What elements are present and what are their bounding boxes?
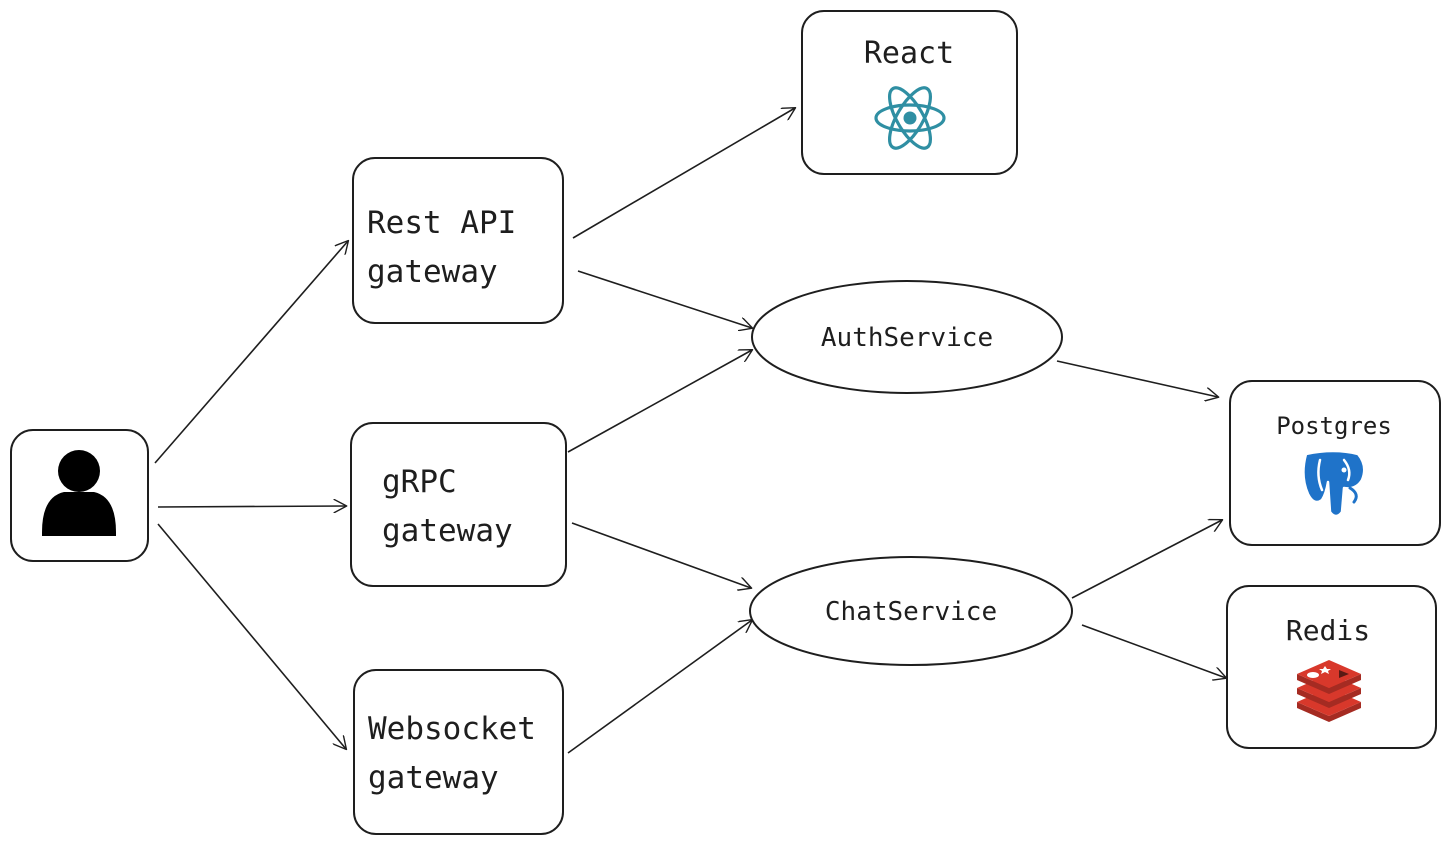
chat-service-label: ChatService (825, 597, 997, 627)
edge-grpc-to-auth (567, 350, 752, 453)
chat-service-node: ChatService (749, 556, 1073, 666)
postgres-node: Postgres (1229, 380, 1441, 546)
edge-grpc-to-chat (571, 522, 751, 588)
edge-auth-to-postgres (1056, 360, 1218, 397)
edges (154, 108, 1226, 754)
react-node: React (801, 10, 1018, 175)
auth-service-label: AuthService (821, 323, 993, 353)
edge-rest-to-auth (577, 270, 752, 328)
redis-stack-icon (1297, 660, 1361, 722)
postgres-label: Postgres (1276, 412, 1392, 440)
edge-chat-to-postgres (1071, 520, 1222, 599)
rest-api-gateway-label-line2: gateway (367, 254, 498, 290)
react-label: React (864, 36, 954, 71)
grpc-gateway-label-line1: gRPC (382, 464, 457, 500)
grpc-gateway-node: gRPC gateway (350, 422, 567, 587)
websocket-gateway-label-line1: Websocket (368, 711, 536, 747)
rest-api-gateway-label-line1: Rest API (367, 205, 516, 241)
postgres-elephant-icon (1302, 449, 1366, 518)
edge-chat-to-redis (1081, 624, 1226, 678)
grpc-gateway-label-line2: gateway (382, 513, 513, 549)
auth-service-node: AuthService (751, 280, 1063, 394)
user-icon (42, 450, 116, 536)
edge-rest-to-react (572, 108, 795, 239)
react-logo-icon (874, 86, 946, 150)
edge-user-to-websocket (157, 523, 346, 749)
edge-user-to-rest (154, 241, 348, 464)
websocket-gateway-node: Websocket gateway (353, 669, 564, 835)
rest-api-gateway-node: Rest API gateway (352, 157, 564, 324)
redis-node: Redis (1226, 585, 1437, 749)
user-node (10, 429, 149, 562)
edge-user-to-grpc (157, 506, 346, 507)
edge-websocket-to-chat (567, 620, 752, 754)
websocket-gateway-label-line2: gateway (368, 760, 499, 796)
redis-label: Redis (1286, 614, 1370, 647)
